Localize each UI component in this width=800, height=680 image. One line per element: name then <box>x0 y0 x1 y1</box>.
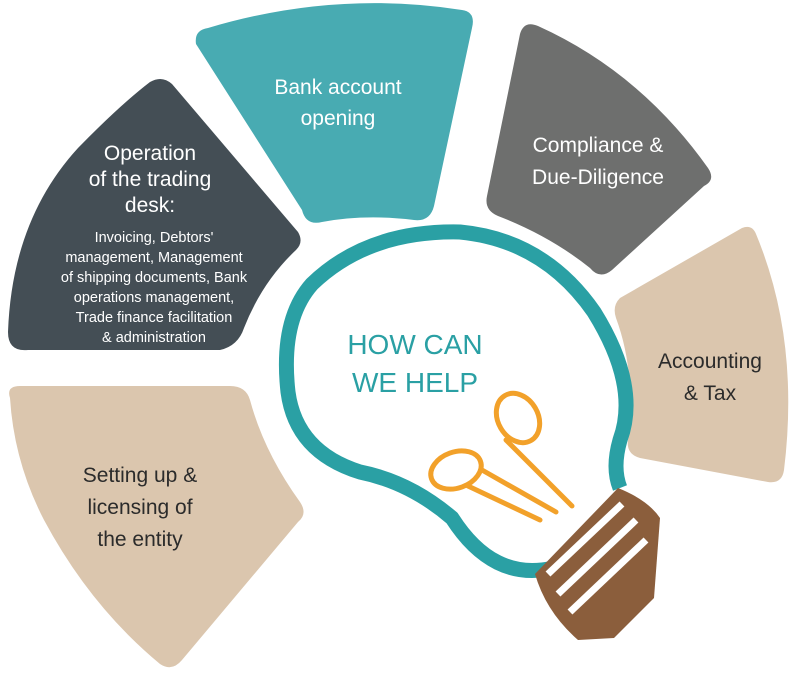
center-text-line-1: HOW CAN <box>347 329 482 360</box>
trading-detail-line-6: & administration <box>102 330 206 346</box>
segment-bank-account: Bank account opening <box>195 3 473 223</box>
segment-accounting: Accounting & Tax <box>614 226 789 483</box>
base-stripe-2 <box>555 517 639 597</box>
segment-trading-desk: Operation of the trading desk: Invoicing… <box>8 78 301 351</box>
bank-line-1: Bank account <box>274 76 401 99</box>
bank-line-2: opening <box>301 107 376 130</box>
bulb-base <box>535 488 660 640</box>
filament-wire-3 <box>465 483 543 523</box>
filament-wire-2 <box>503 437 575 509</box>
trading-detail-line-3: of shipping documents, Bank <box>61 270 248 286</box>
filament-loop-upper <box>493 390 543 446</box>
base-stripe-3 <box>567 537 649 615</box>
segment-setting-up: Setting up & licensing of the entity <box>9 386 304 668</box>
segment-compliance-shape <box>486 24 712 275</box>
trading-detail-line-4: operations management, <box>74 290 234 306</box>
filament-loop-left <box>428 448 484 492</box>
setting-up-line-3: the entity <box>97 528 183 551</box>
center-text-line-2: WE HELP <box>352 367 478 398</box>
trading-title-line-3: desk: <box>125 194 175 217</box>
setting-up-line-1: Setting up & <box>83 464 197 487</box>
trading-detail-line-1: Invoicing, Debtors' <box>95 230 214 246</box>
trading-title-line-2: of the trading <box>89 168 212 191</box>
compliance-line-2: Due-Diligence <box>532 166 664 189</box>
segment-bank-account-shape <box>195 3 473 223</box>
segment-compliance: Compliance & Due-Diligence <box>486 24 712 275</box>
segment-trading-desk-shape <box>8 78 301 351</box>
lightbulb-icon <box>278 224 660 640</box>
trading-detail-line-2: management, Management <box>65 250 242 266</box>
trading-detail-line-5: Trade finance facilitation <box>76 310 233 326</box>
bulb-outline <box>278 224 634 578</box>
filament-wire-1 <box>479 467 559 515</box>
segment-setting-up-shape <box>9 386 304 668</box>
accounting-line-1: Accounting <box>658 350 762 373</box>
filament <box>428 390 575 523</box>
accounting-line-2: & Tax <box>684 382 737 405</box>
trading-title-line-1: Operation <box>104 142 196 165</box>
setting-up-line-2: licensing of <box>87 496 192 519</box>
segment-accounting-shape <box>614 226 789 483</box>
compliance-line-1: Compliance & <box>533 134 664 157</box>
base-stripe-1 <box>545 501 625 577</box>
